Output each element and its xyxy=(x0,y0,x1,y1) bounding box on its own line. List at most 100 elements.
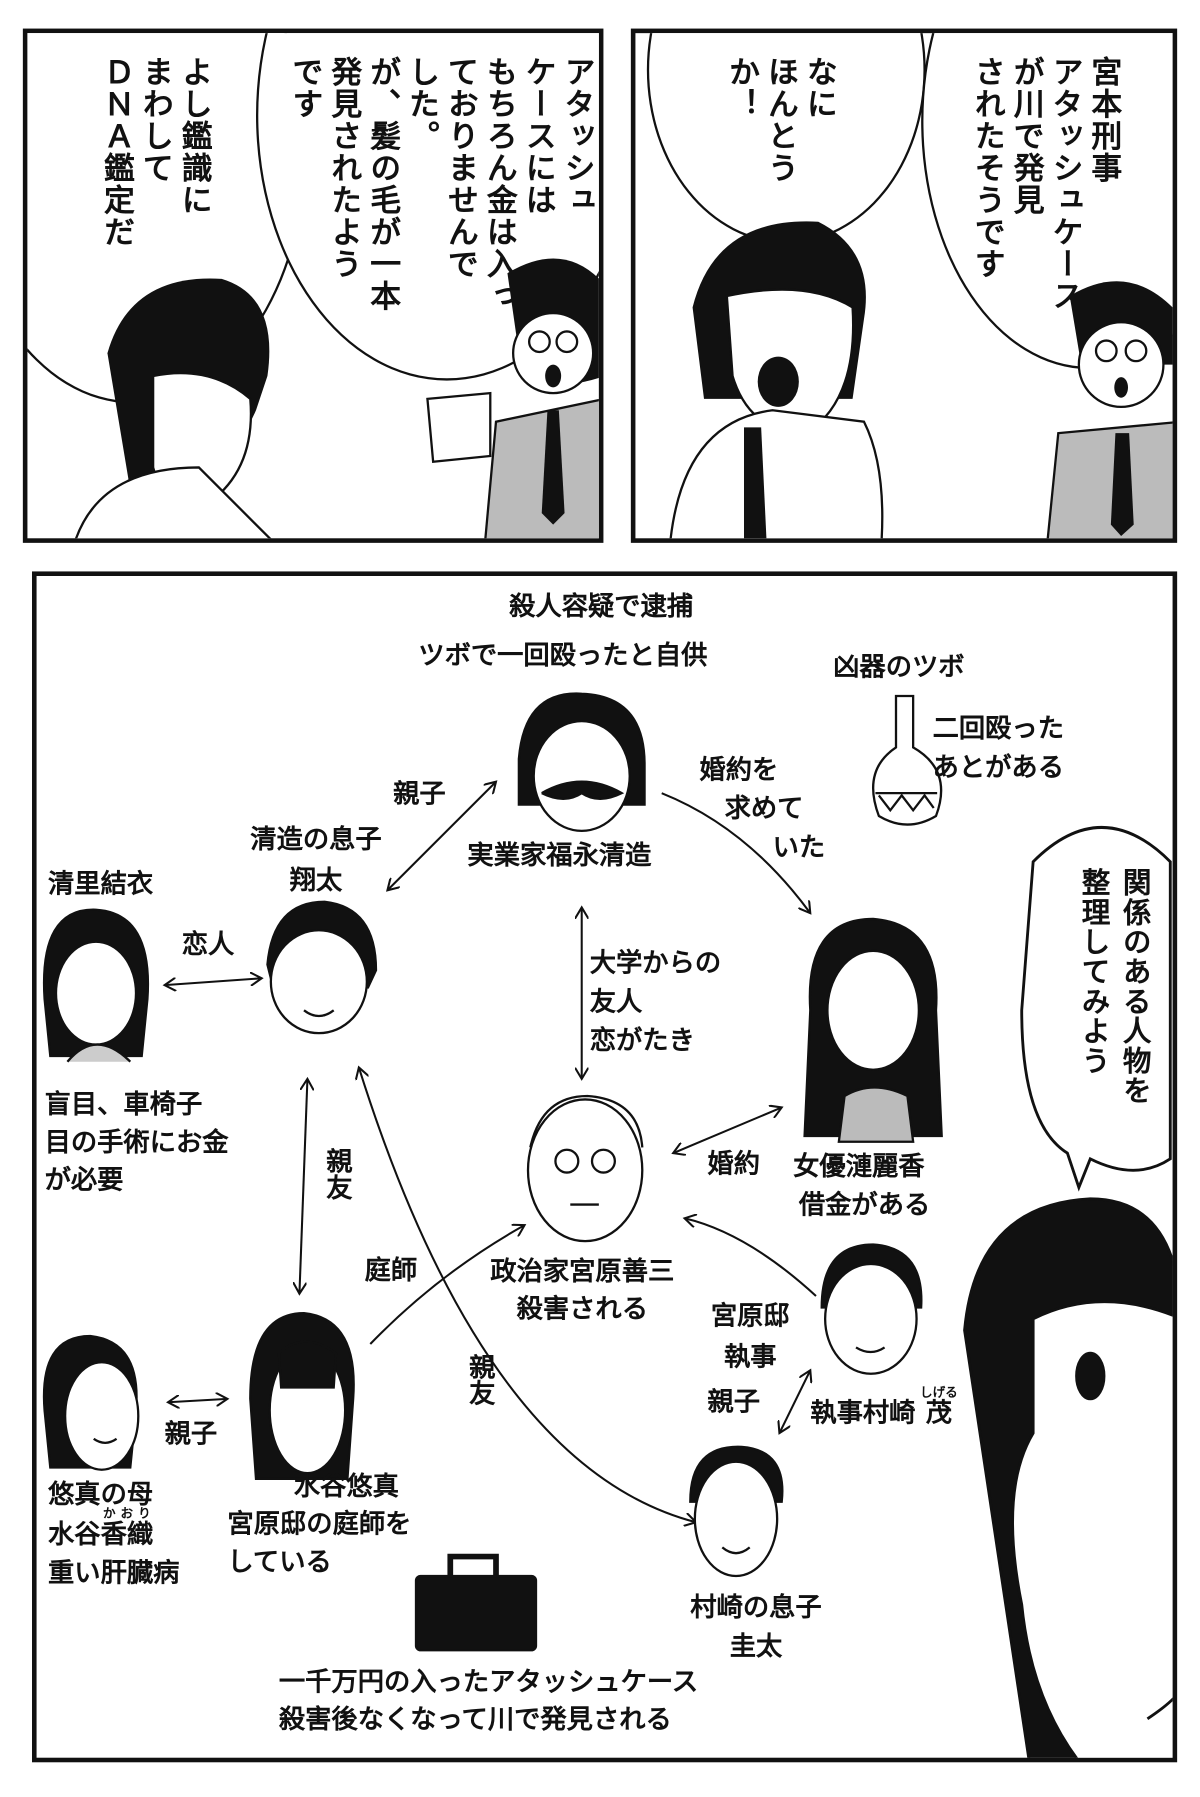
text-line: が、髪の毛が一本 xyxy=(364,55,400,312)
face-yui xyxy=(42,908,150,1063)
characters-illustration xyxy=(74,258,599,539)
relation-engaged: 婚約 xyxy=(707,1149,760,1180)
text-line: 圭太 xyxy=(729,1631,783,1662)
text-line: あとがある xyxy=(932,753,1064,783)
relation-lovers: 恋人 xyxy=(181,930,235,960)
text-line: いた xyxy=(772,833,826,863)
face-keita xyxy=(689,1445,784,1578)
text-line: 執事村崎 xyxy=(810,1398,916,1429)
arrow-murasaki-miyahara xyxy=(685,1218,817,1297)
arrow-fukunaga-shota xyxy=(387,782,496,891)
face-actress xyxy=(803,917,943,1143)
text-line: 水谷悠真 xyxy=(293,1471,399,1502)
text-line: されたそうです xyxy=(969,55,1005,280)
miyahara-name: 政治家宮原善三殺害される xyxy=(490,1254,674,1329)
relation-parent-child: 親子 xyxy=(707,1387,760,1418)
text-line: 発見されたよう xyxy=(325,55,362,280)
weapon-note: 二回殴ったあとがある xyxy=(933,710,1064,788)
text-line: 執事 xyxy=(723,1342,777,1373)
text-line: が必要 xyxy=(44,1165,124,1196)
mother-name: 悠真の母水谷香織かおり重い肝臓病 xyxy=(48,1475,179,1593)
relation-engagement-sought: 婚約を求めていた xyxy=(699,751,825,868)
face-murasaki xyxy=(820,1243,923,1375)
speech-line: ＤＮＡ鑑定だ xyxy=(98,55,134,248)
text-line: 悠真の母 xyxy=(47,1479,154,1510)
relation-gardener: 庭師 xyxy=(364,1255,418,1286)
face-miyahara xyxy=(526,1094,644,1243)
text-line: 盲目、車椅子 xyxy=(44,1090,203,1120)
text-line: 殺人容疑で逮捕 xyxy=(509,591,694,622)
diagram-graphics xyxy=(42,692,1173,1758)
arrow-fukunaga-actress xyxy=(661,792,811,913)
face-yuma xyxy=(249,1311,355,1480)
yui-note: 盲目、車椅子目の手術にお金が必要 xyxy=(45,1087,229,1200)
text-line: 殺害後なくなって川で発見される xyxy=(278,1705,672,1735)
text-line: アタッシュ xyxy=(558,55,595,216)
text-line: 宮原邸の庭師を xyxy=(227,1509,412,1540)
text-line: です xyxy=(286,55,323,120)
text-line: ほんとう xyxy=(762,55,798,184)
arrow-yui-shota xyxy=(165,978,262,985)
fukunaga-note: ツボで一回殴ったと自供 xyxy=(418,639,707,673)
text-line: 宮本刑事 xyxy=(1085,55,1122,184)
text-line: 恋がたき xyxy=(589,1026,695,1056)
text-line: 整理してみよう xyxy=(1077,867,1111,1076)
vase-icon xyxy=(872,694,943,826)
text-line: 大学からの xyxy=(589,948,722,979)
detective-face-closeup xyxy=(963,1197,1173,1758)
briefcase-icon xyxy=(414,1553,538,1652)
weapon-title: 凶器のツボ xyxy=(833,652,965,683)
arrow-murasaki-keita xyxy=(779,1370,810,1433)
text-line: 水谷 xyxy=(47,1519,101,1550)
relation-parent-child: 親子 xyxy=(393,779,446,810)
text-line: 重い肝臓病 xyxy=(47,1558,180,1589)
face-fukunaga xyxy=(517,692,646,832)
text-line: 関係のある人物を xyxy=(1118,867,1152,1106)
detective-bubble-text: 関係のある人物を整理してみよう xyxy=(1073,867,1155,1105)
text-line: 村崎の息子 xyxy=(690,1593,822,1623)
characters-illustration xyxy=(669,221,1173,539)
text-line: 宮原邸 xyxy=(710,1301,790,1332)
relation-best-friend: 親友 xyxy=(463,1353,494,1406)
murasaki-name: 執事村崎 茂しげる xyxy=(810,1385,957,1431)
text-line: 茂 xyxy=(920,1398,958,1429)
yuma-name: 水谷悠真宮原邸の庭師をしている xyxy=(227,1469,411,1582)
relation-parent-child: 親子 xyxy=(164,1419,218,1450)
face-shota xyxy=(266,900,378,1035)
text-line: もちろん金は入っ xyxy=(481,55,517,312)
speech-text-assistant: アタッシュケースにはもちろん金は入っておりませんでした。が、髪の毛が一本発見され… xyxy=(285,56,596,312)
text-line: 二回殴った xyxy=(932,714,1064,744)
text-line: ツボで一回殴ったと自供 xyxy=(418,641,708,671)
speech-text-assistant: 宮本刑事アタッシュケースが川で発見されたそうです xyxy=(967,56,1122,312)
murasaki-role: 宮原邸執事 xyxy=(711,1296,790,1378)
fukunaga-note: 殺人容疑で逮捕 xyxy=(475,590,726,624)
detective-bubble xyxy=(1020,826,1172,1192)
text-line: 婚約を xyxy=(699,755,779,786)
text-line: が川で発見 xyxy=(1007,55,1044,216)
text-line: している xyxy=(227,1547,332,1578)
text-line: 翔太 xyxy=(289,866,343,896)
text-line: 借金がある xyxy=(798,1190,931,1221)
text-line: しげる xyxy=(920,1385,958,1400)
speech-line: よし鑑識に xyxy=(175,55,212,216)
text-line: 求めて xyxy=(724,794,804,824)
arrow-mother-yuma xyxy=(168,1399,227,1402)
relationship-diagram-panel: 殺人容疑で逮捕 ツボで一回殴ったと自供 凶器のツボ 二回殴ったあとがある 婚約を… xyxy=(31,571,1178,1763)
actress-name: 女優漣麗香借金がある xyxy=(793,1147,930,1225)
briefcase-note: 一千万円の入ったアタッシュケース殺害後なくなって川で発見される xyxy=(279,1664,698,1739)
speech-text-detective: なにほんとうか！ xyxy=(721,56,838,184)
text-line: ておりませんで xyxy=(442,55,478,280)
relation-best-friend: 親友 xyxy=(321,1147,351,1200)
text-line: 香織 xyxy=(100,1519,154,1550)
text-line: した。 xyxy=(403,55,439,152)
text-line: 殺害される xyxy=(516,1294,648,1325)
text-line: 友人 xyxy=(589,987,643,1018)
shota-name: 清造の息子翔太 xyxy=(250,819,381,901)
arrow-shota-yuma xyxy=(299,1079,307,1294)
text-line: かおり xyxy=(100,1506,154,1522)
arrow-shota-keita xyxy=(359,1067,696,1522)
fukunaga-name: 実業家福永清造 xyxy=(467,841,652,871)
text-line: 女優漣麗香 xyxy=(793,1151,925,1182)
face-yuma-mother xyxy=(42,1334,140,1471)
